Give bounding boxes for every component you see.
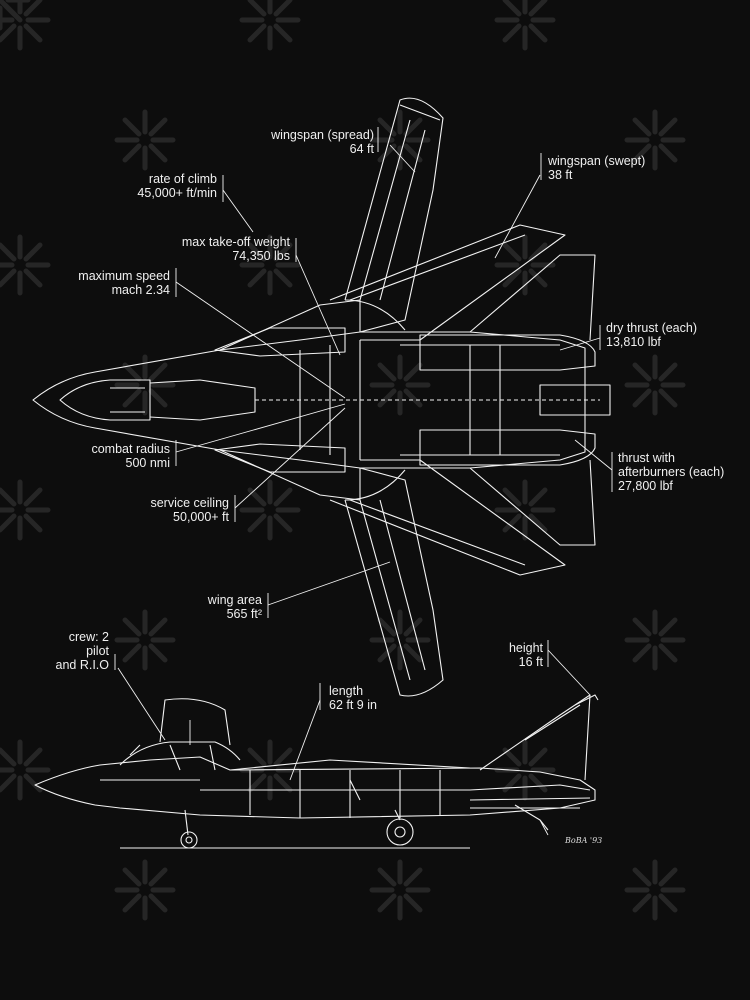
service-ceiling-callout: service ceiling 50,000+ ft [150, 496, 229, 524]
maximum-speed-label: maximum speed [78, 269, 170, 283]
wingspan-swept-label: wingspan (swept) [548, 154, 646, 168]
length-value: 62 ft 9 in [329, 698, 377, 712]
length-label: length [329, 684, 364, 698]
height-value: 16 ft [518, 655, 543, 669]
wingspan-spread-label: wingspan (spread) [271, 128, 374, 142]
combat-radius-label: combat radius [91, 442, 170, 456]
height-callout: height 16 ft [509, 641, 543, 669]
length-callout: length 62 ft 9 in [329, 684, 377, 712]
wingspan-spread-callout: wingspan (spread) 64 ft [271, 128, 374, 156]
wingspan-spread-value: 64 ft [349, 142, 374, 156]
combat-radius-value: 500 nmi [125, 456, 170, 470]
service-ceiling-label: service ceiling [150, 496, 229, 510]
crew-line2: pilot [86, 644, 109, 658]
rate-of-climb-callout: rate of climb 45,000+ ft/min [137, 172, 217, 200]
maximum-speed-value: mach 2.34 [111, 283, 170, 297]
wingspan-swept-value: 38 ft [548, 168, 573, 182]
wing-area-value: 565 ft² [226, 607, 262, 621]
thrust-afterburners-label-line1: thrust with [618, 451, 675, 465]
crew-callout: crew: 2 pilot and R.I.O [56, 630, 110, 672]
crew-line1: crew: 2 [68, 630, 109, 644]
combat-radius-callout: combat radius 500 nmi [91, 442, 170, 470]
rate-of-climb-label: rate of climb [148, 172, 217, 186]
max-takeoff-weight-callout: max take-off weight 74,350 lbs [182, 235, 290, 263]
wing-area-label: wing area [207, 593, 262, 607]
thrust-afterburners-label-line2: afterburners (each) [618, 465, 725, 479]
wing-area-callout: wing area 565 ft² [208, 593, 262, 621]
callout-leaders [114, 127, 613, 836]
max-takeoff-weight-value: 74,350 lbs [232, 249, 290, 263]
thrust-afterburners-value: 27,800 lbf [618, 479, 673, 493]
maximum-speed-callout: maximum speed mach 2.34 [78, 269, 170, 297]
top-view-aircraft [32, 97, 611, 697]
height-label: height [508, 641, 543, 655]
rate-of-climb-value: 45,000+ ft/min [137, 186, 217, 200]
dry-thrust-value: 13,810 lbf [606, 335, 661, 349]
artist-signature: BoBA '93 [565, 836, 603, 845]
side-view-aircraft [34, 694, 599, 849]
dry-thrust-label: dry thrust (each) [606, 321, 698, 335]
service-ceiling-value: 50,000+ ft [173, 510, 229, 524]
thrust-afterburners-callout: thrust with afterburners (each) 27,800 l… [618, 451, 724, 493]
crew-line3: and R.I.O [55, 658, 110, 672]
dry-thrust-callout: dry thrust (each) 13,810 lbf [606, 321, 697, 349]
max-takeoff-weight-label: max take-off weight [181, 235, 290, 249]
wingspan-swept-callout: wingspan (swept) 38 ft [548, 154, 645, 182]
